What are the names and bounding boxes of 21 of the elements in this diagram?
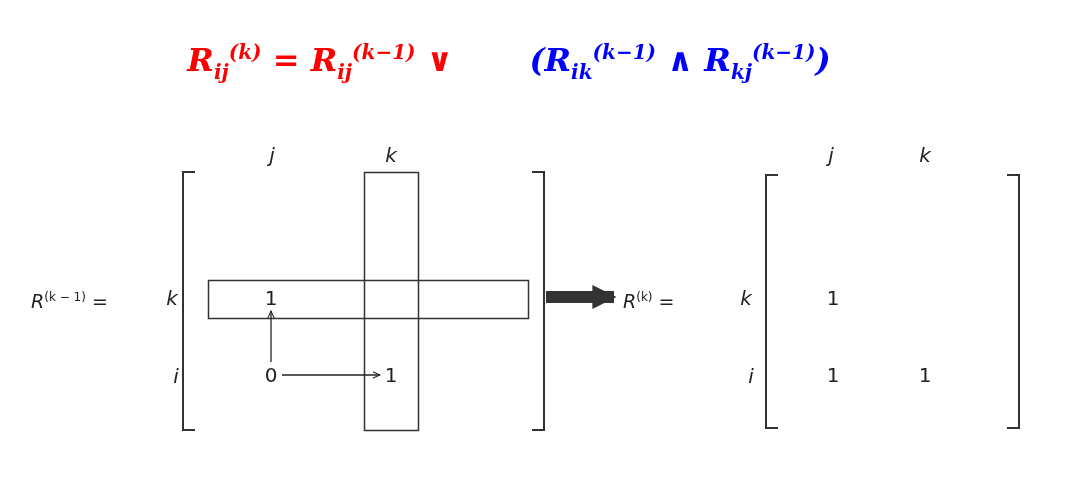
matrix-entry: 1 [826, 363, 840, 387]
arrow [267, 310, 275, 363]
arrow [281, 371, 381, 379]
index-label: k [740, 286, 752, 310]
matrix-entry: 1 [260, 285, 282, 311]
formula: (R$_{ik}$$^{(k−1)}$ ∧ R$_{kj}$$^{(k−1)}$) [529, 40, 831, 84]
index-label: k [166, 286, 178, 310]
matrix-entry: 1 [826, 286, 840, 310]
index-label: k [919, 143, 931, 167]
index-label: j [828, 143, 834, 167]
matrix-name: R$^{(k − 1)}$ = [31, 289, 108, 313]
index-label: j [269, 143, 275, 167]
formula: R$_{ij}$$^{(k)}$ = R$_{ij}$$^{(k−1)}$ ∨ [187, 40, 453, 84]
matrix-entry: 0 [260, 362, 282, 388]
index-label: k [385, 143, 397, 167]
block-arrow [546, 285, 617, 309]
matrix-name: R$^{(k)}$ = [623, 289, 675, 313]
matrix-entry: 1 [380, 362, 402, 388]
index-label: i [173, 364, 179, 388]
matrix-entry: 1 [918, 363, 932, 387]
index-label: i [748, 364, 754, 388]
